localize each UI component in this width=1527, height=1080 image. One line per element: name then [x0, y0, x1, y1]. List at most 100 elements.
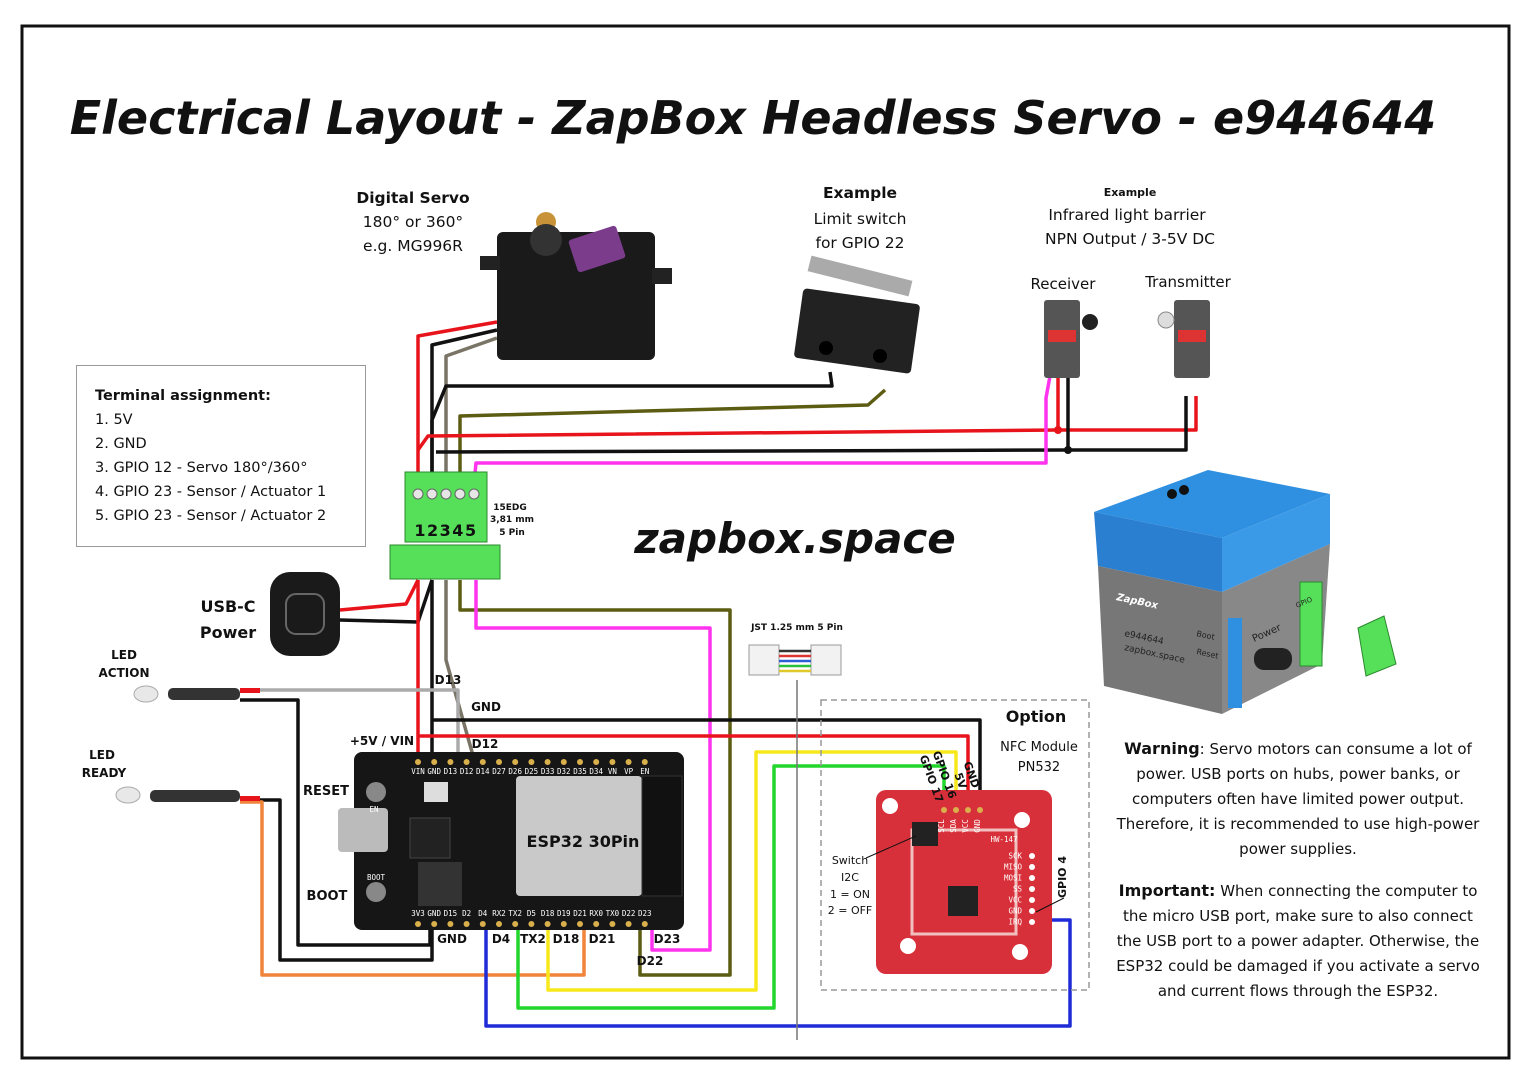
pin-label: SDA [949, 819, 958, 833]
terminal-spec-pins: 5 Pin [499, 528, 524, 538]
pin-label: RX0 [589, 909, 603, 918]
wire-nfc-irq [484, 918, 1072, 1028]
terminal-spec-pitch: 3,81 mm [490, 515, 534, 525]
pin-hole [479, 921, 486, 927]
label-d12: D12 [472, 737, 499, 751]
pin-label: D4 [478, 909, 488, 918]
terminal-assignment-box: Terminal assignment: 1. 5V 2. GND 3. GPI… [76, 365, 366, 547]
wire-barrier-signal [472, 375, 1052, 485]
pin-label: D18 [541, 909, 555, 918]
pin-hole [560, 921, 567, 927]
barrier-example-label: Example [1104, 186, 1157, 199]
pin-hole [577, 759, 583, 765]
label-d13: D13 [435, 673, 462, 687]
pin-hole [512, 759, 519, 765]
switch-gpio: for GPIO 22 [815, 234, 904, 252]
wire-barrier-5v [1056, 376, 1198, 432]
pin-label: D33 [541, 767, 555, 776]
terminal-block: 12345 [389, 471, 501, 580]
pin-label: D12 [460, 767, 474, 776]
pin-label: GND [427, 767, 441, 776]
label-vin: +5V / VIN [350, 734, 414, 748]
wire-d22 [458, 580, 732, 977]
pin-hole [593, 921, 600, 927]
nfc-side-pin-label: MISO [1004, 863, 1023, 872]
jst-connector [748, 644, 842, 676]
nfc-switch-pointer [865, 835, 917, 859]
pin-hole [447, 759, 454, 765]
led-action-subtitle: ACTION [99, 666, 150, 680]
nfc-side-pin-label: SS [1013, 885, 1023, 894]
nfc-side-pin [1029, 864, 1035, 870]
usbc-label: USB-C [200, 597, 255, 616]
pin-label: D32 [557, 767, 571, 776]
pin-hole [625, 921, 632, 927]
barrier-title: Infrared light barrier [1048, 206, 1206, 224]
wire-led-ready-d21 [240, 800, 586, 977]
pin-hole [447, 921, 454, 927]
pin-label: D5 [527, 909, 536, 918]
ir-transmitter [1157, 300, 1210, 378]
wire-barrier-gnd-bus [435, 448, 1069, 454]
esp32-en-button-label: EN [369, 805, 378, 814]
pin-hole [528, 921, 535, 927]
loose-terminal-plug [1357, 615, 1397, 677]
pin-hole [953, 807, 959, 813]
boot-label: BOOT [307, 889, 348, 904]
pin-label: D21 [573, 909, 587, 918]
pin-hole [415, 759, 421, 765]
led-action [133, 685, 260, 703]
nfc-5v-label: 5V [951, 771, 969, 791]
junction-gnd [1064, 446, 1072, 454]
important-text: When connecting the computer to the micr… [1116, 882, 1480, 1000]
pin-label: TX2 [508, 909, 522, 918]
pin-hole [965, 807, 971, 813]
case-boot: Boot [1196, 629, 1216, 642]
pin-label: VN [608, 767, 617, 776]
pin-label: TX0 [606, 909, 620, 918]
terminal-numbers: 12345 [414, 521, 477, 540]
pin-hole [577, 921, 583, 927]
led-action-title: LED [111, 648, 137, 662]
pin-hole [625, 759, 632, 765]
zapbox-case [1094, 470, 1330, 714]
terminal-item: 1. 5V [95, 412, 133, 428]
pin-label: VIN [411, 767, 425, 776]
pin-label: D14 [476, 767, 490, 776]
nfc-side-pin-label: SCK [1008, 852, 1022, 861]
wire-barrier-5v-bus [416, 428, 1059, 452]
led-ready [115, 786, 260, 804]
terminal-assignment-heading: Terminal assignment: [95, 388, 271, 404]
pin-hole [496, 759, 502, 765]
wire-led-ready-gnd [240, 798, 434, 962]
nfc-board-label: HW-147 [990, 835, 1017, 844]
pin-hole [977, 807, 983, 813]
page-title: Electrical Layout - ZapBox Headless Serv… [70, 91, 1437, 145]
transmitter-label: Transmitter [1144, 273, 1231, 291]
nfc-switch-on: 1 = ON [830, 888, 870, 901]
pin-hole [512, 921, 519, 927]
pin-hole [496, 921, 502, 927]
nfc-side-pin-label: VCC [1008, 896, 1022, 905]
pin-label: EN [640, 767, 649, 776]
terminal-item: 2. GND [95, 436, 147, 452]
pin-label: GND [973, 819, 982, 833]
terminal-item: 4. GPIO 23 - Sensor / Actuator 1 [95, 484, 327, 500]
pin-hole [528, 759, 535, 765]
pin-hole [544, 759, 551, 765]
nfc-side-pin-label: MOSI [1004, 874, 1022, 883]
pin-hole [641, 921, 648, 927]
servo-motor [480, 212, 672, 360]
usbc-connector [270, 572, 340, 656]
terminal-item: 5. GPIO 23 - Sensor / Actuator 2 [95, 508, 327, 524]
nfc-side-pin [1029, 919, 1035, 925]
label-d23: D23 [654, 932, 681, 946]
warning-note: Warning: Servo motors can consume a lot … [1112, 736, 1484, 862]
nfc-switch-i2c: I2C [841, 871, 859, 884]
nfc-side-pin [1029, 897, 1035, 903]
pin-label: D35 [573, 767, 587, 776]
pin-label: D2 [462, 909, 471, 918]
wire-switch-signal [458, 388, 887, 484]
